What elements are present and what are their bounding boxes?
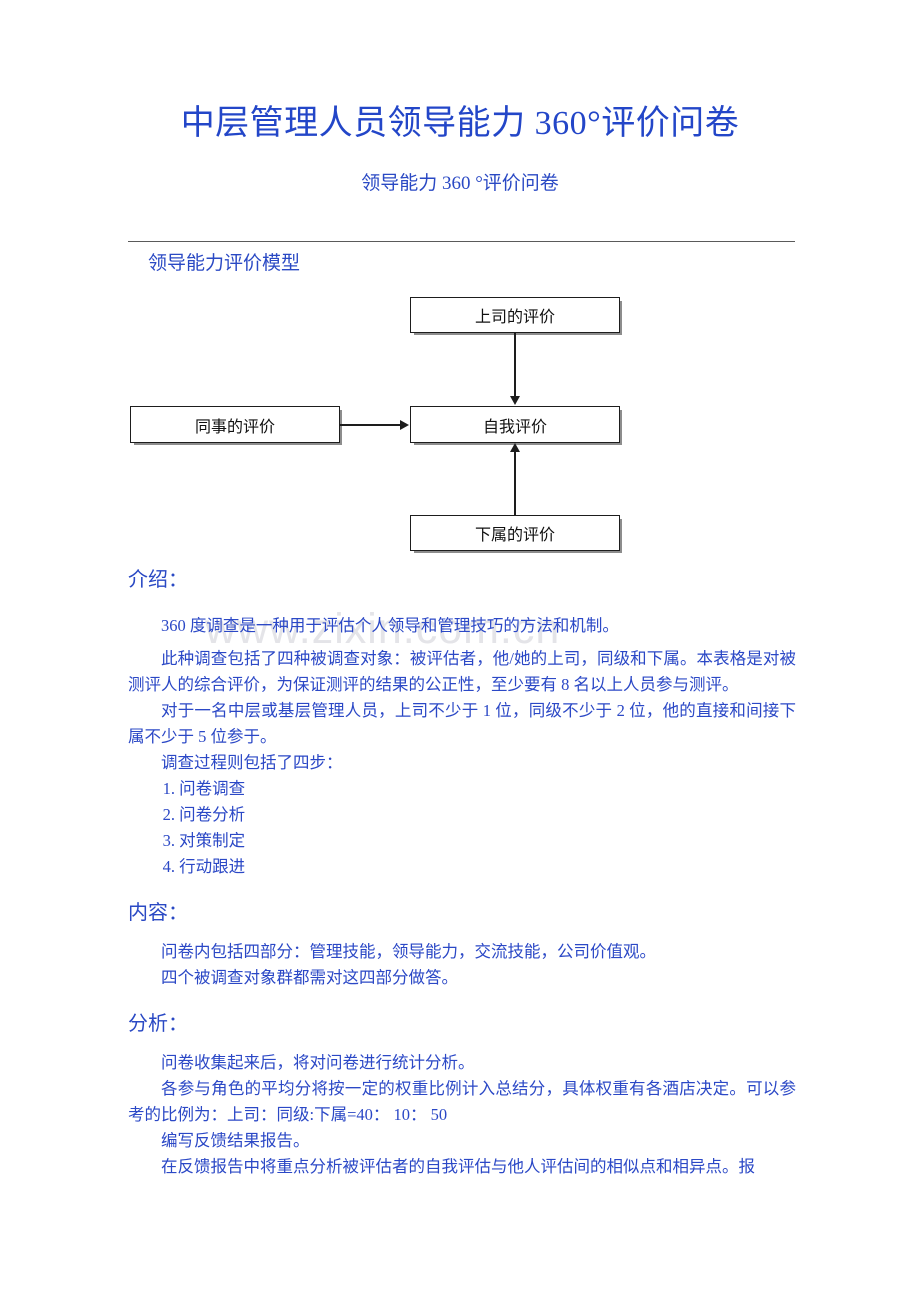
watermark: www.zixin.com.cn — [205, 605, 561, 653]
analysis-paragraph-2: 各参与角色的平均分将按一定的权重比例计入总结分，具体权重有各酒店决定。可以参考的… — [128, 1079, 796, 1124]
section-title-content: 内容： — [128, 902, 188, 924]
section-heading-model: 领导能力评价模型 — [148, 253, 301, 274]
connector-peer-to-self — [340, 424, 401, 426]
section-title-intro: 介绍： — [128, 569, 188, 591]
spacer — [128, 991, 796, 1009]
page-title: 中层管理人员领导能力 360°评价问卷 — [180, 105, 740, 142]
intro-paragraph-2: 此种调查包括了四种被调查对象：被评估者，他/她的上司，同级和下属。本表格是对被测… — [128, 649, 796, 694]
intro-step-3: 3. 对策制定 — [162, 831, 246, 850]
analysis-paragraph-3: 编写反馈结果报告。 — [161, 1131, 310, 1150]
page-subtitle: 领导能力 360 °评价问卷 — [361, 173, 559, 194]
intro-step-2: 2. 问卷分析 — [162, 805, 246, 824]
spacer — [128, 1043, 796, 1050]
intro-step-4: 4. 行动跟进 — [162, 857, 246, 876]
connector-boss-to-self — [514, 333, 516, 397]
diagram-node-self-label: 自我评价 — [482, 418, 547, 436]
analysis-paragraph-1: 问卷收集起来后，将对问卷进行统计分析。 — [161, 1053, 475, 1072]
analysis-paragraph-4: 在反馈报告中将重点分析被评估者的自我评估与他人评估间的相似点和相异点。报 — [161, 1157, 755, 1176]
diagram-node-subordinate[interactable]: 下属的评价 — [410, 515, 620, 551]
diagram-node-boss[interactable]: 上司的评价 — [410, 297, 620, 333]
connector-subordinate-to-self — [514, 452, 516, 515]
intro-step-1: 1. 问卷调查 — [162, 779, 246, 798]
section-divider — [128, 241, 795, 242]
content-paragraph-1: 问卷内包括四部分：管理技能，领导能力，交流技能，公司价值观。 — [161, 942, 656, 961]
intro-paragraph-3: 对于一名中层或基层管理人员，上司不少于 1 位，同级不少于 2 位，他的直接和间… — [128, 701, 796, 746]
arrowhead-subordinate-to-self-icon — [510, 443, 520, 452]
arrowhead-boss-to-self-icon — [510, 396, 520, 405]
section-title-analysis: 分析： — [128, 1013, 188, 1035]
diagram-node-subordinate-label: 下属的评价 — [474, 527, 555, 544]
intro-paragraph-4: 调查过程则包括了四步： — [161, 753, 343, 772]
diagram-node-self[interactable]: 自我评价 — [410, 406, 620, 443]
content-paragraph-2: 四个被调查对象群都需对这四部分做答。 — [161, 968, 458, 987]
diagram-node-boss-label: 上司的评价 — [474, 309, 555, 326]
spacer — [128, 639, 796, 646]
arrowhead-peer-to-self-icon — [400, 420, 409, 430]
diagram-node-peer[interactable]: 同事的评价 — [130, 406, 340, 443]
document-body: 介绍： 360 度调查是一种用于评估个人领导和管理技巧的方法和机制。 此种调查包… — [128, 565, 796, 1180]
spacer — [128, 599, 796, 613]
diagram-node-peer-label: 同事的评价 — [194, 418, 275, 436]
spacer — [128, 932, 796, 939]
intro-paragraph-1: 360 度调查是一种用于评估个人领导和管理技巧的方法和机制。 — [161, 616, 619, 635]
spacer — [128, 880, 796, 898]
